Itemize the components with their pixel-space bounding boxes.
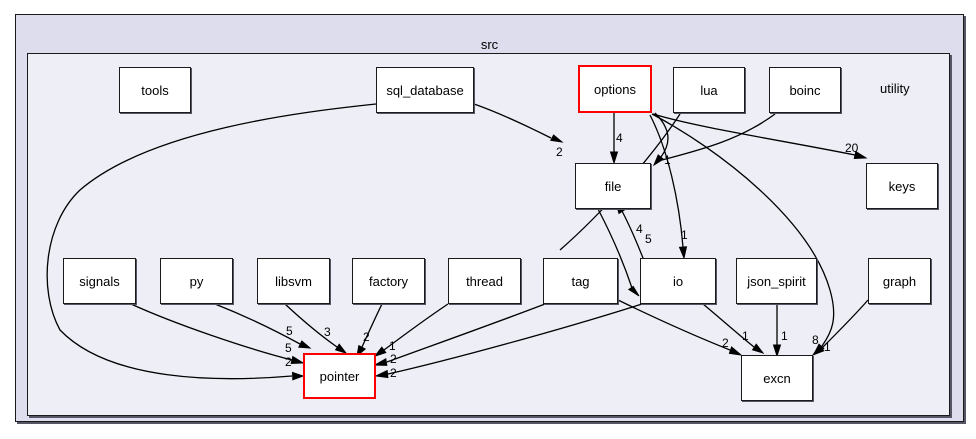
node-options[interactable]: options <box>578 65 652 113</box>
node-factory[interactable]: factory <box>352 258 425 304</box>
edge-label-sql_database-file: 2 <box>556 145 563 159</box>
node-label: thread <box>466 273 503 289</box>
node-label: tools <box>141 82 169 98</box>
node-pointer[interactable]: pointer <box>303 353 376 399</box>
node-boinc[interactable]: boinc <box>769 67 841 113</box>
edge-label-factory-pointer: 2 <box>363 330 370 344</box>
node-label: graph <box>882 273 917 289</box>
edge-label-boinc-keys: 20 <box>845 141 859 155</box>
node-label: file <box>604 178 622 194</box>
edge-label-tag-excn: 2 <box>722 336 729 350</box>
node-py[interactable]: py <box>160 258 233 304</box>
node-label: io <box>672 273 684 289</box>
node-label: json_spirit <box>747 273 806 289</box>
edge-label-file-io: 4 <box>636 222 643 236</box>
node-label: keys <box>888 178 916 194</box>
node-keys[interactable]: keys <box>866 163 938 209</box>
node-label: excn <box>763 370 791 386</box>
node-signals[interactable]: signals <box>63 258 136 304</box>
edge-label-graph-excn: 1 <box>824 340 831 354</box>
edge-label-options-file-1: 1 <box>664 153 671 167</box>
node-sql_database[interactable]: sql_database <box>376 67 474 113</box>
edge-label-tag-pointer: 2 <box>390 352 397 366</box>
node-tools[interactable]: tools <box>119 67 191 113</box>
node-tag[interactable]: tag <box>543 258 618 304</box>
edge-label-io-file: 5 <box>645 232 652 246</box>
node-label: tag <box>571 273 590 289</box>
edge-label-options-file-4: 4 <box>616 131 623 145</box>
node-graph[interactable]: graph <box>868 258 931 304</box>
edge-label-options-io: 1 <box>681 228 688 242</box>
edge-label-libsvm-pointer: 3 <box>324 325 331 339</box>
node-libsvm[interactable]: libsvm <box>257 258 330 304</box>
node-label: factory <box>368 273 408 289</box>
node-lua[interactable]: lua <box>673 67 745 113</box>
node-label: libsvm <box>275 273 312 289</box>
edge-label-tools-pointer: 2 <box>285 355 292 369</box>
node-label: options <box>594 81 636 97</box>
node-file[interactable]: file <box>575 163 651 209</box>
edge-label-py-pointer: 5 <box>286 324 293 338</box>
edge-label-thread-pointer: 1 <box>389 339 396 353</box>
node-excn[interactable]: excn <box>741 355 813 401</box>
edge-label-options-excn: 8 <box>812 333 819 347</box>
node-label: pointer <box>319 368 360 384</box>
cluster-src-label: src <box>480 37 499 52</box>
node-label: sql_database <box>386 82 464 98</box>
node-label: lua <box>700 82 718 98</box>
node-label: boinc <box>789 82 821 98</box>
edge-label-json_spirit-excn: 1 <box>781 329 788 343</box>
cluster-utility-label: utility <box>880 81 910 96</box>
node-label: signals <box>79 273 120 289</box>
edge-label-signals-pointer: 5 <box>285 341 292 355</box>
node-label: py <box>189 273 204 289</box>
node-io[interactable]: io <box>640 258 716 304</box>
node-json_spirit[interactable]: json_spirit <box>736 258 817 304</box>
edge-label-io-excn: 1 <box>742 329 749 343</box>
edge-label-io-pointer: 2 <box>390 366 397 380</box>
node-thread[interactable]: thread <box>448 258 521 304</box>
